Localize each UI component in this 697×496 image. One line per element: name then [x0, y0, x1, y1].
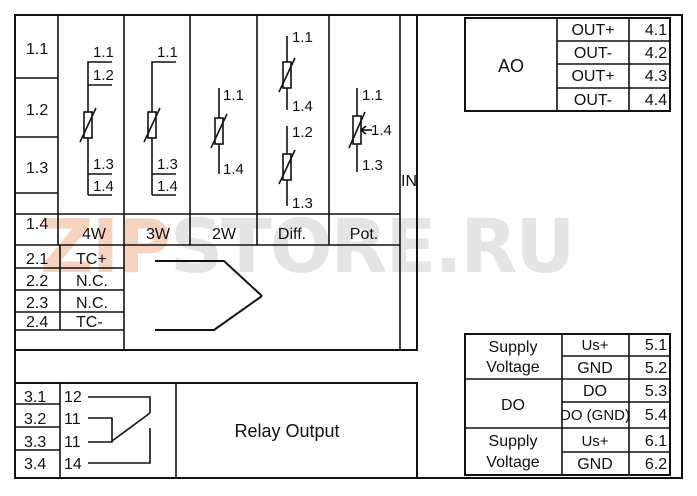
relay-output-label: Relay Output: [234, 421, 339, 441]
side-row-label: 1.2: [26, 102, 48, 119]
supply-labels: Supply Voltage Us+ GND 5.1 5.2 DO DO DO …: [486, 337, 667, 473]
terminal-label: 1.4: [223, 161, 244, 178]
ao-row-name: OUT+: [571, 68, 614, 85]
relay-contact: 12: [64, 389, 82, 406]
input-grid: [15, 15, 401, 350]
sensor-column-labels: 4W 3W 2W Diff. Pot.: [82, 226, 378, 243]
terminal-label: 1.1: [223, 87, 244, 104]
supply1-line1: Supply: [489, 339, 538, 356]
terminal-label: 1.3: [93, 156, 114, 173]
ao-row-num: 4.3: [645, 68, 667, 85]
ao-row-num: 4.4: [645, 92, 667, 109]
rtd-2w-schematic: [210, 88, 228, 174]
terminal-label: 1.2: [93, 67, 114, 84]
relay-contact: 11: [64, 411, 81, 428]
do-row-num: 5.4: [645, 407, 667, 424]
supply1-num: 5.1: [645, 337, 667, 354]
ao-row-name: OUT-: [574, 45, 612, 62]
ao-label: AO: [498, 56, 524, 76]
rtd-3w-schematic: [143, 61, 176, 196]
terminal-label: 1.1: [362, 87, 383, 104]
supply2-line2: Voltage: [486, 454, 539, 471]
ao-labels: AO OUT+ OUT- OUT+ OUT- 4.1 4.2 4.3 4.4: [498, 22, 667, 109]
supply1-us-label: Us+: [581, 337, 608, 354]
column-label-3w: 3W: [146, 226, 171, 243]
terminal-label: 1.1: [292, 29, 313, 46]
relay-labels: 3.1 3.2 3.3 3.4 12 11 11 14 Relay Output: [24, 389, 340, 473]
sensor-schematics: [79, 36, 372, 206]
terminal-label: 1.3: [292, 195, 313, 212]
supply1-gnd-label: GND: [577, 360, 613, 377]
frames: [14, 14, 683, 479]
ao-row-name: OUT+: [571, 22, 614, 39]
tc-row-name: TC+: [76, 251, 107, 268]
relay-terminal: 3.2: [24, 411, 46, 428]
terminal-label: 1.3: [157, 156, 178, 173]
supply-grid: [465, 334, 670, 475]
ao-row-num: 4.2: [645, 45, 667, 62]
relay-contact: 14: [64, 456, 82, 473]
relay-terminal: 3.1: [24, 389, 46, 406]
tc-row-name: N.C.: [76, 273, 108, 290]
column-label-pot: Pot.: [350, 226, 378, 243]
do-label: DO: [501, 397, 525, 414]
supply1-line2: Voltage: [486, 359, 539, 376]
watermark-part2: STORE.RU: [170, 204, 573, 290]
thermocouple-rows: 2.1 TC+ 2.2 N.C. 2.3 N.C. 2.4 TC-: [26, 251, 108, 331]
terminal-label: 1.4: [93, 178, 114, 195]
supply-block-frame: [464, 333, 671, 476]
side-row-label: 1.1: [26, 41, 48, 58]
side-row-label: 1.3: [26, 160, 48, 177]
rtd-diff-schematic: [278, 36, 296, 206]
relay-contact-symbol: [88, 396, 151, 464]
terminal-label: 1.4: [157, 178, 178, 195]
terminal-label: 1.4: [292, 98, 313, 115]
terminal-label: 1.1: [157, 44, 178, 61]
thermocouple-symbol: [155, 260, 263, 331]
column-label-4w: 4W: [82, 226, 107, 243]
relay-grid: [15, 383, 177, 478]
ao-row-name: OUT-: [574, 92, 612, 109]
watermark: ZIP STORE.RU: [40, 204, 575, 290]
tc-row-num: 2.4: [26, 314, 48, 331]
supply1-num: 5.2: [645, 360, 667, 377]
tc-row-num: 2.2: [26, 273, 48, 290]
relay-contact: 11: [64, 434, 81, 451]
supply2-us-label: Us+: [581, 433, 608, 450]
terminal-label: 1.2: [292, 124, 313, 141]
supply2-gnd-label: GND: [577, 456, 613, 473]
tc-row-name: N.C.: [76, 295, 108, 312]
column-label-2w: 2W: [212, 226, 237, 243]
terminal-label: 1.4: [371, 122, 392, 139]
relay-terminal: 3.4: [24, 456, 46, 473]
tc-row-name: TC-: [76, 314, 103, 331]
supply2-num: 6.2: [645, 456, 667, 473]
terminal-label: 1.1: [93, 44, 114, 61]
ao-row-num: 4.1: [645, 22, 667, 39]
relay-block-frame: [14, 382, 418, 479]
tc-row-num: 2.1: [26, 251, 48, 268]
rtd-4w-schematic: [79, 61, 112, 196]
tc-row-num: 2.3: [26, 295, 48, 312]
supply2-line1: Supply: [489, 433, 538, 450]
in-label: IN: [401, 173, 417, 190]
ao-grid: [556, 18, 670, 111]
do-row-name: DO: [583, 383, 607, 400]
side-rows: 1.1 1.2 1.3 1.4: [26, 41, 48, 233]
sensor-terminal-labels: 1.1 1.2 1.3 1.4 1.1 1.3 1.4 1.1 1.4 1.1 …: [93, 29, 392, 212]
relay-terminal: 3.3: [24, 434, 46, 451]
input-block-frame: [14, 14, 418, 351]
terminal-label: 1.3: [362, 157, 383, 174]
potentiometer-schematic: [348, 88, 372, 172]
column-label-diff: Diff.: [278, 226, 306, 243]
watermark-part1: ZIP: [40, 204, 169, 290]
do-row-name: DO (GND): [560, 407, 630, 424]
side-row-label: 1.4: [26, 216, 48, 233]
supply2-num: 6.1: [645, 433, 667, 450]
do-row-num: 5.3: [645, 383, 667, 400]
